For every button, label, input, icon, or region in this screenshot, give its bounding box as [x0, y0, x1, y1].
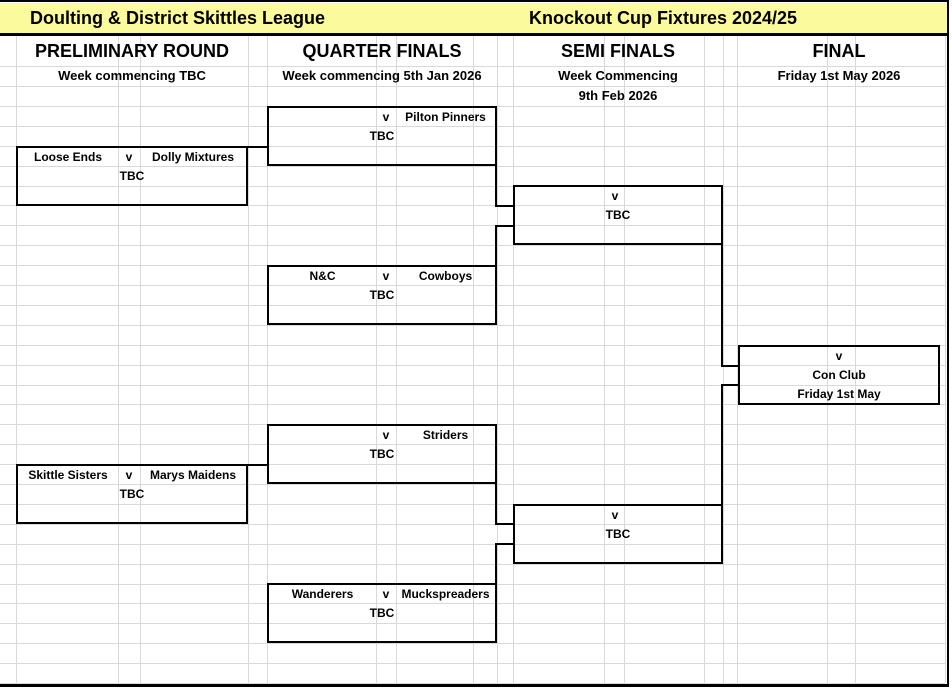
connector-qf4-vertical	[495, 543, 497, 585]
team2-cell: Cowboys	[418, 269, 473, 283]
connector-sf1-vertical	[721, 243, 723, 367]
connector-sf2-vertical	[721, 384, 723, 506]
empty-row	[515, 544, 721, 563]
versus-label: v	[835, 349, 843, 363]
versus-label: v	[125, 150, 133, 164]
title-band	[0, 3, 947, 33]
match-date: TBC	[369, 447, 395, 461]
team2-cell: Marys Maidens	[149, 468, 237, 482]
team1-cell	[515, 187, 604, 206]
match-teams-row: v	[515, 187, 721, 206]
connector-prelim1-to-qf1	[246, 146, 269, 148]
connector-qf2-vertical	[495, 225, 497, 267]
match-date: TBC	[369, 606, 395, 620]
team1-cell	[269, 108, 376, 127]
round-date-semi-finals: Week Commencing	[558, 68, 678, 83]
match-box-quarter-final-4[interactable]: Wanderers v Muckspreaders TBC	[267, 583, 497, 643]
versus-label: v	[611, 189, 619, 203]
round-header-quarter-finals: QUARTER FINALS	[302, 41, 462, 61]
empty-row	[515, 225, 721, 244]
match-box-preliminary-2[interactable]: Skittle Sisters v Marys Maidens TBC	[16, 464, 248, 524]
connector-qf4-to-sf2	[495, 543, 515, 545]
round-header-preliminary: PRELIMINARY ROUND	[34, 41, 229, 61]
empty-row	[18, 504, 246, 523]
team2-cell	[626, 187, 721, 206]
round-date-semi-finals-line2: 9th Feb 2026	[578, 88, 658, 103]
round-header-final: FINAL	[812, 41, 866, 61]
match-box-semi-final-2[interactable]: v TBC	[513, 504, 723, 564]
versus-label: v	[382, 428, 390, 442]
match-box-final[interactable]: v Con Club Friday 1st May	[738, 345, 940, 405]
match-teams-row: v Pilton Pinners	[269, 108, 495, 127]
versus-label: v	[611, 508, 619, 522]
team1-cell	[515, 506, 604, 525]
versus-label: v	[382, 269, 390, 283]
team2-cell: Muckspreaders	[401, 587, 490, 601]
match-teams-row: Skittle Sisters v Marys Maidens	[18, 466, 246, 485]
match-date: TBC	[119, 487, 145, 501]
team1-cell: N&C	[309, 269, 336, 283]
round-date-final: Friday 1st May 2026	[777, 68, 901, 83]
final-venue: Con Club	[812, 368, 866, 382]
top-border	[0, 0, 949, 2]
connector-sf1-to-final	[721, 365, 740, 367]
connector-qf3-to-sf2	[495, 523, 515, 525]
match-box-quarter-final-2[interactable]: N&C v Cowboys TBC	[267, 265, 497, 325]
versus-label: v	[125, 468, 133, 482]
match-teams-row: v Striders	[269, 426, 495, 445]
round-date-preliminary: Week commencing TBC	[58, 68, 206, 83]
team1-cell: Skittle Sisters	[28, 468, 108, 482]
empty-row	[269, 623, 495, 642]
match-date: TBC	[369, 129, 395, 143]
title-band-divider	[0, 33, 949, 36]
match-box-semi-final-1[interactable]: v TBC	[513, 185, 723, 245]
right-border	[947, 0, 949, 687]
team1-cell: Wanderers	[291, 587, 354, 601]
match-box-quarter-final-1[interactable]: v Pilton Pinners TBC	[267, 106, 497, 166]
connector-qf1-to-sf1	[495, 205, 515, 207]
team1-cell: Loose Ends	[33, 150, 102, 164]
competition-title: Knockout Cup Fixtures 2024/25	[528, 8, 798, 28]
connector-sf2-to-final	[721, 384, 740, 386]
match-teams-row: Loose Ends v Dolly Mixtures	[18, 148, 246, 167]
match-date: TBC	[605, 527, 631, 541]
empty-row	[269, 464, 495, 483]
round-header-semi-finals: SEMI FINALS	[560, 41, 675, 61]
match-teams-row: Wanderers v Muckspreaders	[269, 585, 495, 604]
versus-label: v	[382, 110, 390, 124]
connector-prelim2-to-qf3	[246, 464, 269, 466]
team2-cell: Striders	[422, 428, 469, 442]
match-teams-row: N&C v Cowboys	[269, 267, 495, 286]
team2-cell: Dolly Mixtures	[151, 150, 235, 164]
league-title: Doulting & District Skittles League	[30, 8, 326, 28]
connector-qf2-to-sf1	[495, 225, 515, 227]
team1-cell	[269, 426, 376, 445]
match-teams-row: v	[515, 506, 721, 525]
empty-row	[269, 305, 495, 324]
final-date: Friday 1st May	[797, 387, 881, 401]
empty-row	[18, 186, 246, 205]
connector-qf3-vertical	[495, 482, 497, 525]
match-date: TBC	[605, 208, 631, 222]
round-date-quarter-finals: Week commencing 5th Jan 2026	[282, 68, 482, 83]
match-box-quarter-final-3[interactable]: v Striders TBC	[267, 424, 497, 484]
bottom-border	[0, 684, 949, 687]
connector-qf1-vertical	[495, 164, 497, 207]
versus-label: v	[382, 587, 390, 601]
match-date: TBC	[119, 169, 145, 183]
empty-row	[269, 146, 495, 165]
match-date: TBC	[369, 288, 395, 302]
match-box-preliminary-1[interactable]: Loose Ends v Dolly Mixtures TBC	[16, 146, 248, 206]
team2-cell: Pilton Pinners	[405, 110, 486, 124]
team2-cell	[626, 506, 721, 525]
